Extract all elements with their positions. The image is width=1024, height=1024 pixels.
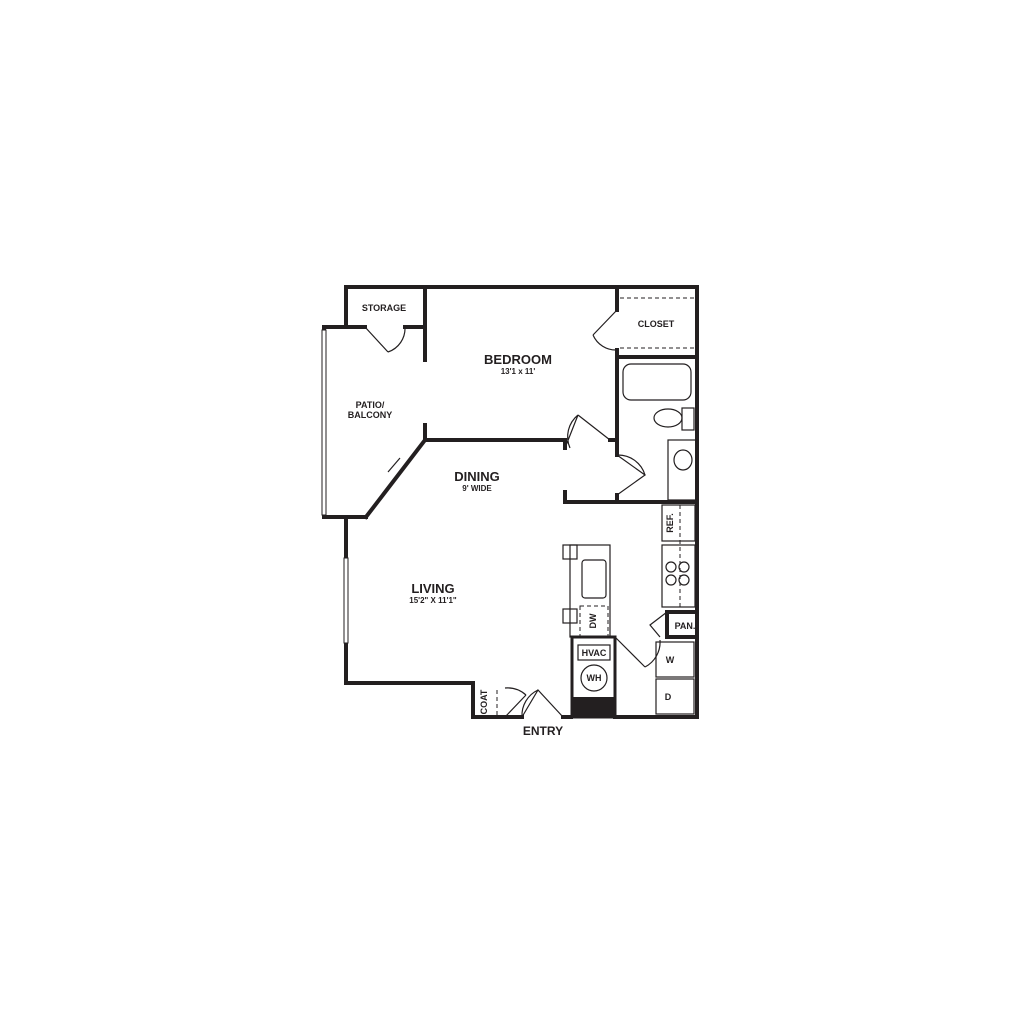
bathtub xyxy=(622,363,692,401)
patio-label-2: BALCONY xyxy=(348,410,393,420)
walls xyxy=(322,285,699,719)
water-heater xyxy=(580,664,608,692)
dining-label: DINING xyxy=(454,469,500,484)
dryer xyxy=(655,678,695,715)
dining-size: 9' WIDE xyxy=(462,484,492,493)
refrigerator xyxy=(661,504,696,542)
utility: HVAC WH W D xyxy=(570,635,695,719)
hvac-unit xyxy=(577,644,611,661)
coat-door xyxy=(504,687,527,718)
ref-label: REF. xyxy=(665,513,675,533)
bedroom-label: BEDROOM xyxy=(484,352,552,367)
storage-door xyxy=(364,326,406,353)
windows-and-doors xyxy=(321,297,695,718)
range xyxy=(661,544,696,608)
room-labels: STORAGE CLOSET BEDROOM 13'1 x 11' PATIO/… xyxy=(348,303,675,738)
storage-label: STORAGE xyxy=(362,303,406,313)
pan-label: PAN. xyxy=(675,621,696,631)
closet-door xyxy=(592,309,618,351)
kitchen: DW REF. PAN. xyxy=(562,504,699,639)
bedroom-door xyxy=(564,414,611,449)
laundry-door xyxy=(614,636,661,668)
hvac-label: HVAC xyxy=(582,648,607,658)
entry-label: ENTRY xyxy=(523,724,563,738)
washer xyxy=(655,641,695,678)
patio-label-1: PATIO/ xyxy=(356,400,385,410)
dryer-label: D xyxy=(665,692,672,702)
coat-label: COAT xyxy=(479,689,489,714)
toilet xyxy=(653,408,683,428)
entry-door xyxy=(521,689,564,718)
bedroom-size: 13'1 x 11' xyxy=(501,367,536,376)
bathroom-fixtures xyxy=(622,363,698,501)
dw-label: DW xyxy=(588,613,598,628)
pantry-door xyxy=(649,611,668,638)
kitchen-sink xyxy=(581,559,607,599)
bath-door xyxy=(616,454,647,496)
wh-label: WH xyxy=(587,673,602,683)
washer-label: W xyxy=(666,655,675,665)
living-size: 15'2" X 11'1" xyxy=(409,596,457,605)
closet-label: CLOSET xyxy=(638,319,675,329)
sink xyxy=(673,449,693,471)
living-label: LIVING xyxy=(411,581,454,596)
vanity xyxy=(667,439,698,501)
